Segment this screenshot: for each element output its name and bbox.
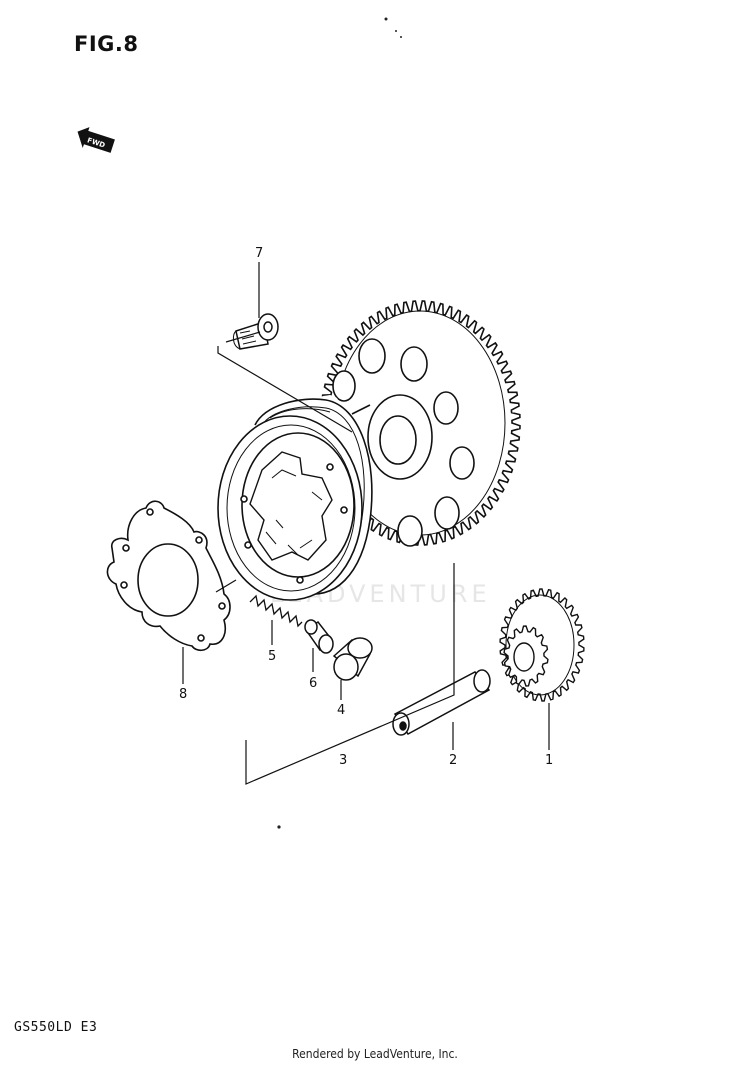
- idle-gear-shaft: [392, 669, 491, 736]
- callout-8: 8: [179, 687, 187, 702]
- callout-6: 6: [309, 676, 317, 691]
- gear-hole: [397, 515, 423, 547]
- scan-specks: [277, 17, 402, 829]
- callout-7: 7: [255, 246, 263, 261]
- callout-4: 4: [337, 703, 345, 718]
- callout-3: 3: [339, 753, 347, 768]
- gear-hole: [332, 370, 356, 402]
- callout-1: 1: [545, 753, 553, 768]
- spring: [249, 594, 303, 628]
- clutch-plate: [106, 500, 231, 652]
- gear-hole: [433, 391, 459, 425]
- forward-arrow-icon: FWD: [77, 127, 115, 153]
- bolt: [232, 313, 279, 350]
- callout-5: 5: [268, 649, 276, 664]
- rendered-by-footer: Rendered by LeadVenture, Inc.: [292, 1047, 458, 1061]
- roller: [304, 619, 334, 654]
- gear-hole: [358, 338, 386, 374]
- clutch-housing: [217, 395, 373, 601]
- gear-hub-bore: [379, 415, 417, 465]
- model-label: GS550LD E3: [14, 1020, 98, 1035]
- gear-hole: [434, 496, 460, 530]
- figure-title: FIG.8: [74, 32, 139, 56]
- callout-numbers: 7 8 5 6 4 3 2 1: [179, 246, 553, 768]
- cap: [332, 637, 373, 681]
- gear-hole: [400, 346, 428, 382]
- callout-2: 2: [449, 753, 457, 768]
- starter-idle-gear: [499, 588, 585, 702]
- leader-lines: [182, 262, 550, 785]
- gear-hole: [449, 446, 475, 480]
